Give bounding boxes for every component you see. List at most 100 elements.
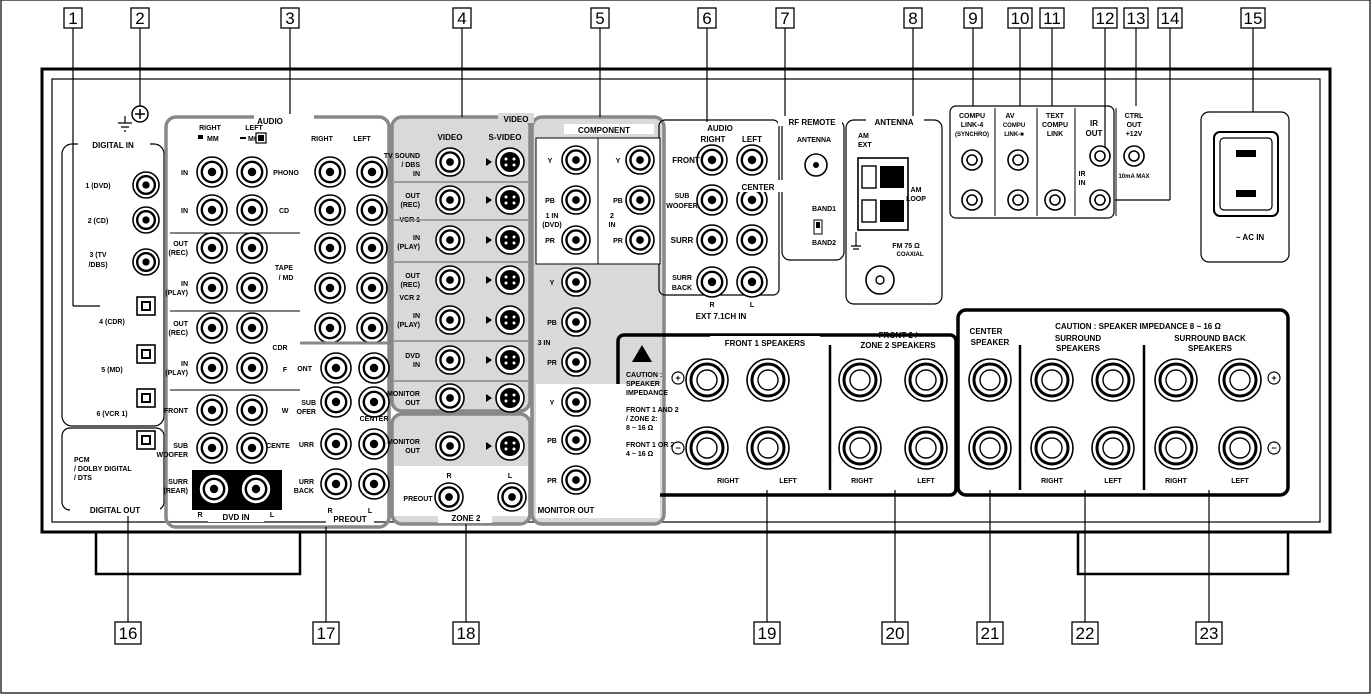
component-in1-pb-ring — [565, 189, 587, 211]
preout-jack-left-pin — [367, 323, 377, 333]
center-title: CENTER — [970, 327, 1003, 336]
preout-jack-right-ring — [318, 160, 342, 184]
component-in3-pb-ring — [565, 311, 587, 333]
ext71-audio-title: AUDIO — [707, 124, 733, 133]
component-y-label: Y — [548, 158, 553, 165]
preout-jack-a-pin — [331, 397, 341, 407]
component-y-label: Y — [550, 280, 555, 287]
component-monitor-pr-ring — [565, 469, 587, 491]
component-pb-label: PB — [613, 198, 623, 205]
caution-triangle-icon — [632, 345, 652, 362]
mc-label: MC — [248, 136, 259, 143]
ctrl-out-label: CTRL — [1125, 113, 1144, 120]
video-label: MONITOR — [387, 391, 420, 398]
digital-in-optical-core — [143, 395, 149, 401]
svideo-jack-pin — [512, 399, 516, 403]
plus-icon — [1267, 371, 1281, 385]
ir-out-label: OUT — [1086, 129, 1103, 138]
surround-back-title: SURROUND BACK — [1174, 334, 1246, 343]
component-in3-y-ring — [565, 271, 587, 293]
preout-surrback-label: URR — [299, 479, 314, 486]
rf-remote-title: RF REMOTE — [788, 118, 836, 127]
callout-number-15: 15 — [1244, 9, 1263, 28]
video-label: OUT — [405, 400, 421, 407]
preout-jack-a-ring — [324, 390, 348, 414]
front12-value: 8 ~ 16 Ω — [626, 425, 654, 432]
surroundback-r-plus-hole — [1165, 369, 1187, 391]
digital-in-optical-core — [143, 351, 149, 357]
audio-jack-left-pin — [247, 443, 257, 453]
ac-in-frame — [1200, 111, 1290, 263]
component-in2-label: IN — [609, 222, 616, 229]
callout-number-21: 21 — [981, 624, 1000, 643]
video-label: OUT — [405, 273, 421, 280]
preout-jack-a-pin — [331, 439, 341, 449]
text-compulink-label: TEXT — [1046, 113, 1065, 120]
digital-in-label: 1 (DVD) — [85, 183, 110, 190]
preout-right-label: RIGHT — [311, 136, 334, 143]
svideo-jack-arrow — [486, 356, 492, 364]
audio-f-label: F — [283, 367, 288, 374]
av-compulink-jack-1-hole — [1012, 154, 1024, 166]
audio-row-label: (REC) — [169, 250, 188, 257]
component-in1-label: (DVD) — [542, 222, 561, 229]
ext71-footer: EXT 7.1CH IN — [696, 312, 747, 321]
audio-jack-left-pin — [247, 405, 257, 415]
svideo-jack-pin — [512, 355, 516, 359]
front2-r-plus-ring — [842, 362, 878, 398]
ir-in-label: IR — [1079, 171, 1086, 178]
dvd-r-label: R — [197, 512, 202, 519]
svideo-col-label: S-VIDEO — [489, 133, 522, 142]
front2-title: ZONE 2 SPEAKERS — [860, 341, 936, 350]
callout-number-16: 16 — [119, 624, 138, 643]
cd-label: CD — [279, 208, 289, 215]
ac-in-label: ~ AC IN — [1236, 233, 1265, 242]
minus-icon — [671, 441, 685, 455]
callout-number-3: 3 — [285, 9, 294, 28]
digital-in-coax-pin — [142, 181, 150, 189]
front2-right-label: RIGHT — [851, 478, 874, 485]
surround-title: SURROUND — [1055, 334, 1101, 343]
video-composite-jack-pin — [446, 316, 454, 324]
digital-in-label: 5 (MD) — [101, 367, 122, 374]
plus-sign: + — [1271, 373, 1276, 383]
audio-row-label: OUT — [173, 241, 189, 248]
surround-right-label: RIGHT — [1041, 478, 1064, 485]
preout-jack-b-ring — [362, 356, 386, 380]
component-y-label: Y — [616, 158, 621, 165]
surroundback-r-plus-ring — [1158, 362, 1194, 398]
svideo-jack-pin — [504, 399, 508, 403]
mc-switch-knob — [258, 135, 264, 141]
svideo-jack-pin — [512, 361, 516, 365]
vcr2-label: VCR 2 — [399, 295, 420, 302]
callout-number-14: 14 — [1161, 9, 1180, 28]
front2-title: FRONT 2 / — [879, 331, 918, 340]
preout-jack-right-ring — [318, 276, 342, 300]
audio-jack-left-ring — [240, 236, 264, 260]
ext71-sub-r-pin — [707, 195, 717, 205]
ir-out-jack-hole — [1094, 150, 1106, 162]
preout-center-label: CENTER — [360, 416, 389, 423]
preout-jack-b-pin — [369, 439, 379, 449]
component-monitor-pb-ring — [565, 429, 587, 451]
component-in1-pr-pin — [572, 236, 580, 244]
svideo-jack-pin — [512, 281, 516, 285]
preout-jack-left-ring — [360, 276, 384, 300]
video-composite-jack-ring — [439, 387, 461, 409]
preout-jack-left-ring — [360, 198, 384, 222]
component-in2-y-pin — [636, 156, 644, 164]
audio-jack-left-ring — [240, 198, 264, 222]
zone2-svideo-jack-pin — [504, 447, 508, 451]
audio-row-label: (PLAY) — [165, 370, 188, 377]
digital-in-label: 2 (CD) — [88, 218, 109, 225]
video-title-bg — [498, 113, 534, 123]
ir-in-label: IN — [1079, 180, 1086, 187]
component-in2-pb-ring — [629, 189, 651, 211]
ground-symbol — [118, 116, 132, 132]
digital-in-coax-ring — [135, 251, 157, 273]
zone2-r-label: R — [446, 473, 451, 480]
dvd-in-title-bg — [208, 512, 264, 522]
svideo-jack-pin — [512, 315, 516, 319]
front1-title: FRONT 1 SPEAKERS — [725, 339, 806, 348]
